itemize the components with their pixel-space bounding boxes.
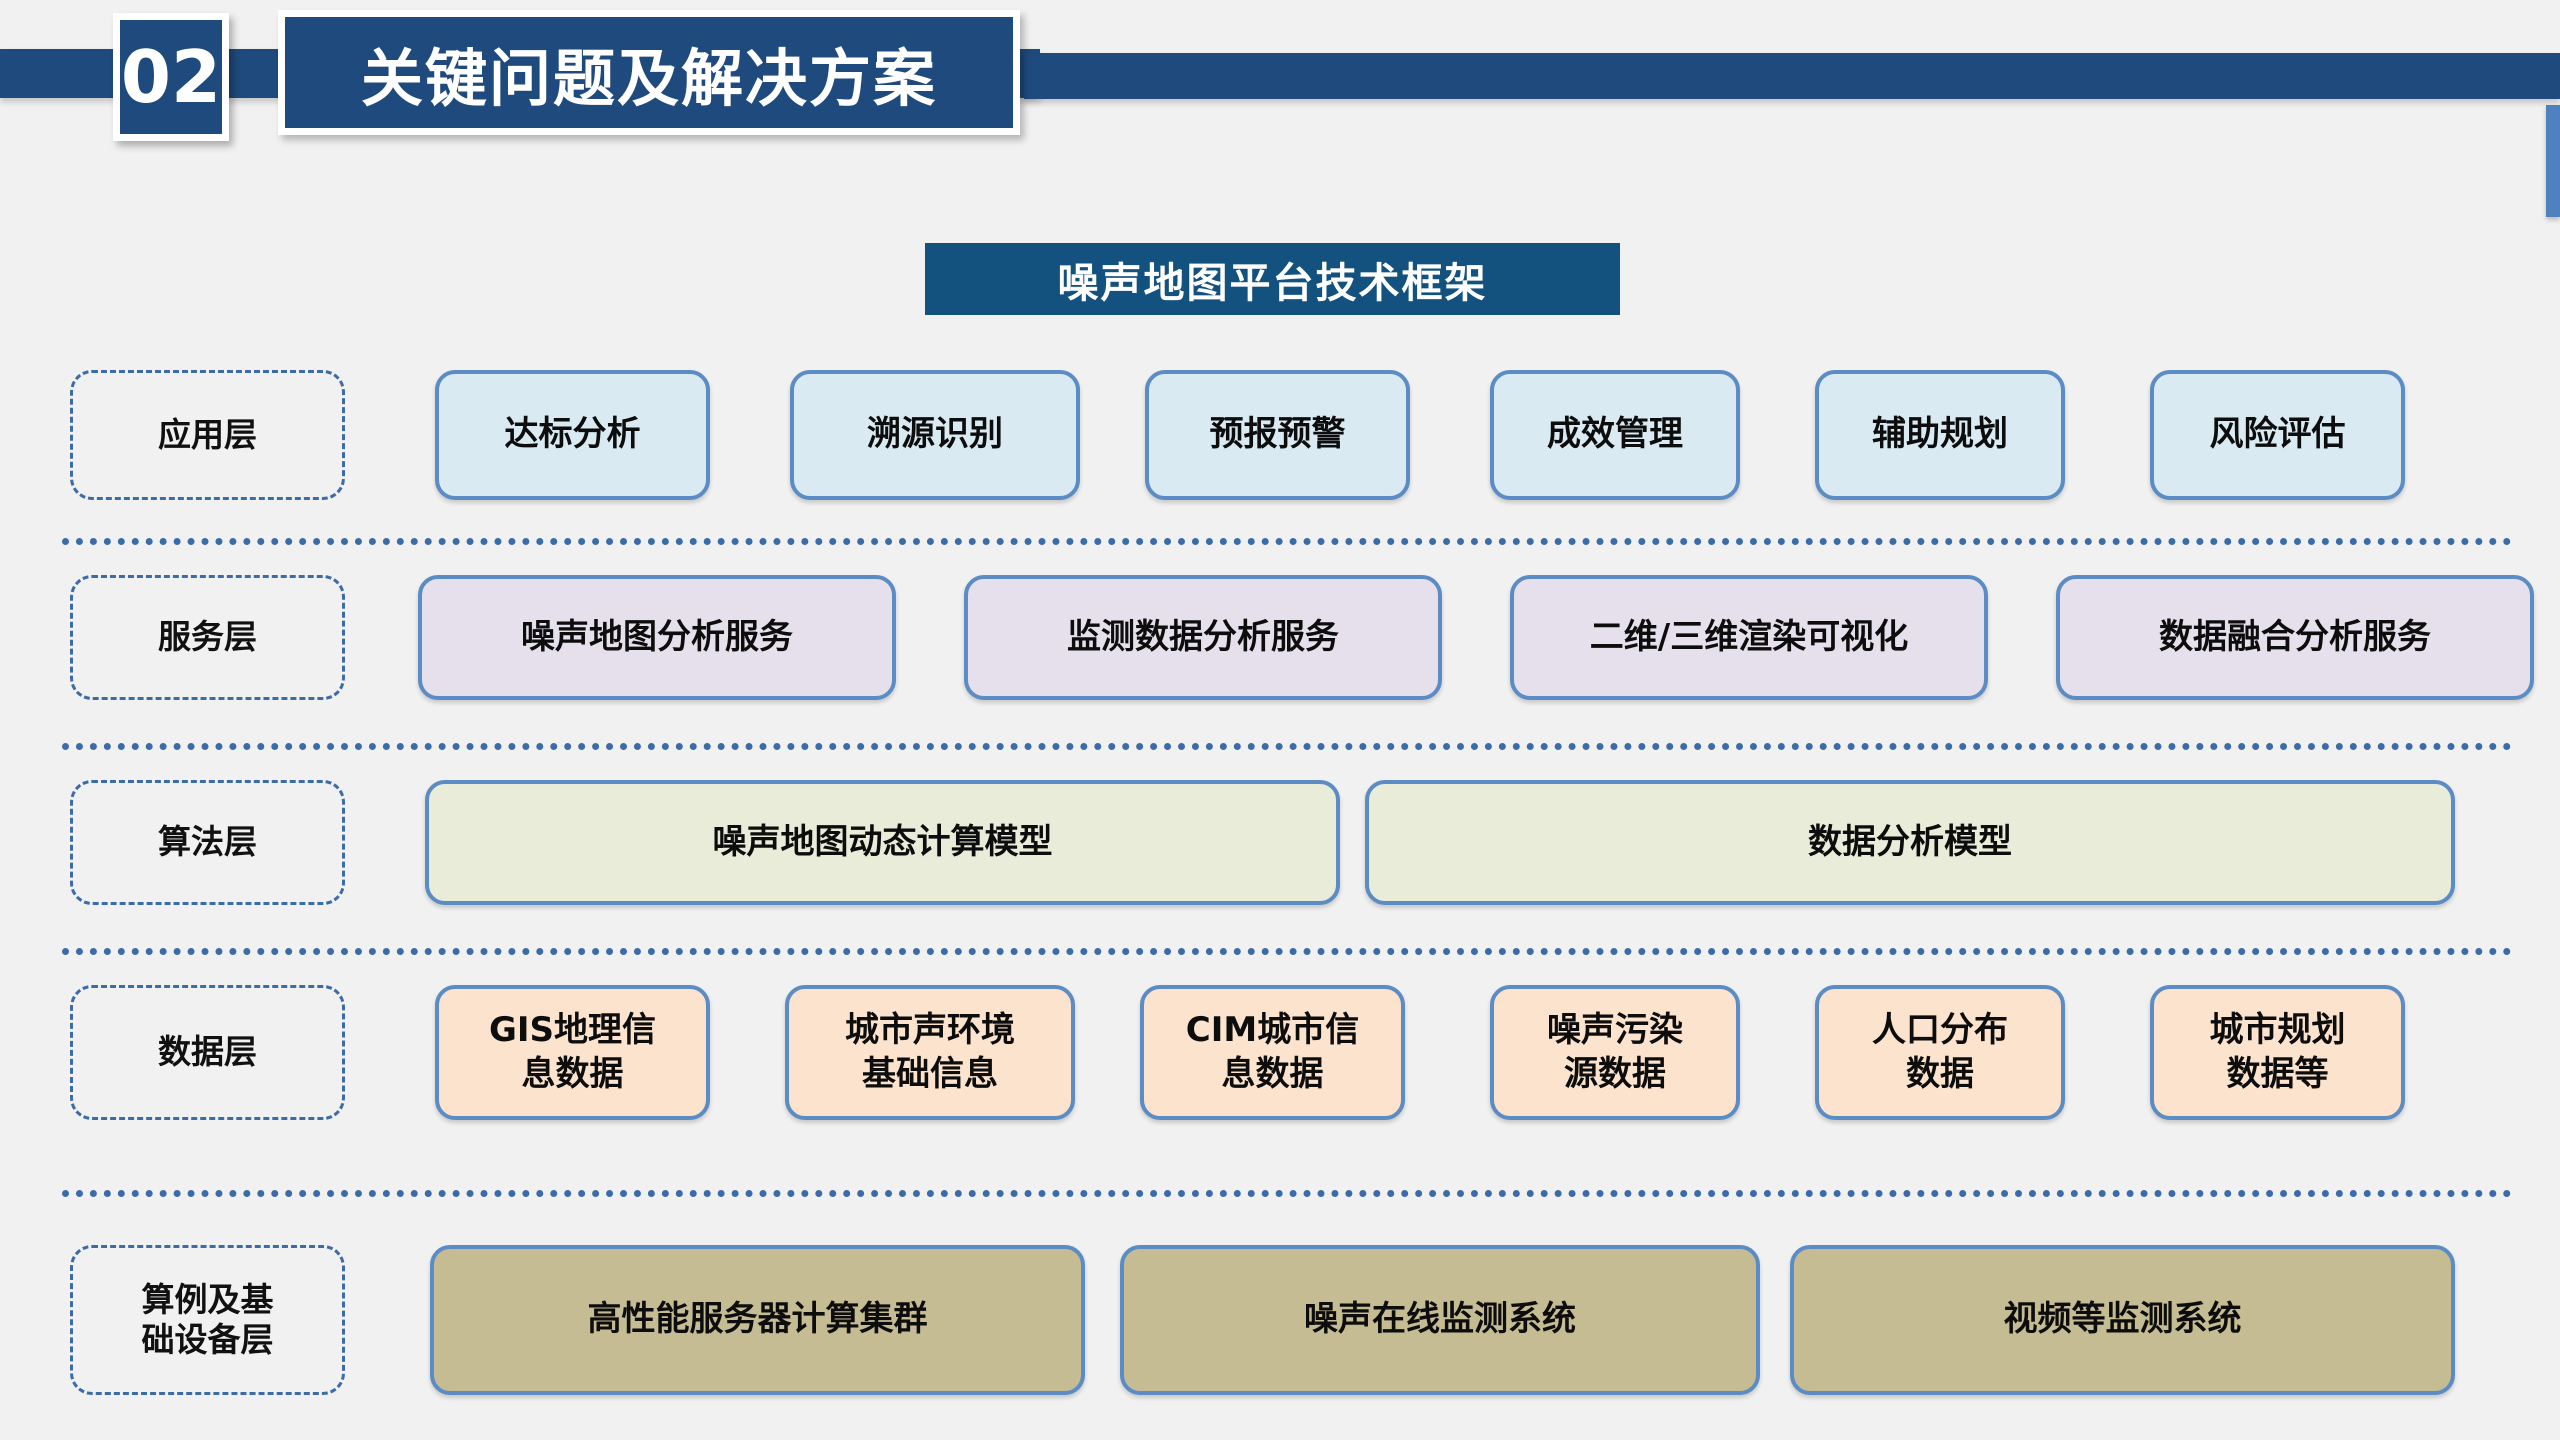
framework-node-label: 噪声在线监测系统 xyxy=(1304,1299,1576,1340)
framework-node[interactable]: 风险评估 xyxy=(2150,370,2405,500)
layer-label-text: 算例及基础设备层 xyxy=(141,1279,274,1359)
framework-node[interactable]: 噪声污染源数据 xyxy=(1490,985,1740,1120)
framework-node[interactable]: 二维/三维渲染可视化 xyxy=(1510,575,1988,700)
framework-node[interactable]: 高性能服务器计算集群 xyxy=(430,1245,1085,1395)
layer-divider xyxy=(62,538,2512,545)
framework-node-label: 城市规划数据等 xyxy=(2209,1009,2346,1094)
layer-label-1: 应用层 xyxy=(70,370,345,500)
layer-label-2: 服务层 xyxy=(70,575,345,700)
layer-label-4: 数据层 xyxy=(70,985,345,1120)
layer-divider xyxy=(62,743,2512,750)
framework-node-label: 成效管理 xyxy=(1547,414,1683,455)
layer-label-text: 应用层 xyxy=(158,414,257,454)
section-number-text: 02 xyxy=(120,35,222,119)
framework-node-label: 高性能服务器计算集群 xyxy=(587,1299,928,1340)
framework-node[interactable]: 溯源识别 xyxy=(790,370,1080,500)
framework-node-label: 城市声环境基础信息 xyxy=(845,1009,1015,1094)
framework-node-label: 数据融合分析服务 xyxy=(2159,616,2431,657)
framework-node-label: 风险评估 xyxy=(2209,414,2346,455)
layer-divider xyxy=(62,1190,2512,1197)
framework-node[interactable]: 监测数据分析服务 xyxy=(964,575,1442,700)
framework-node[interactable]: 噪声地图分析服务 xyxy=(418,575,896,700)
framework-node-label: 二维/三维渲染可视化 xyxy=(1589,616,1909,657)
framework-node-label: 溯源识别 xyxy=(867,414,1003,455)
framework-node[interactable]: 城市规划数据等 xyxy=(2150,985,2405,1120)
layer-label-text: 数据层 xyxy=(158,1032,257,1072)
framework-node-label: 噪声地图动态计算模型 xyxy=(712,821,1053,862)
framework-node-label: 噪声污染源数据 xyxy=(1547,1009,1683,1094)
technical-framework-diagram: 应用层 达标分析 溯源识别 预报预警 成效管理 辅助规划 风险评估服务层 噪声地图分析服务 监测… xyxy=(0,370,2560,1395)
framework-node-label: 达标分析 xyxy=(504,414,641,455)
framework-node-label: 噪声地图分析服务 xyxy=(521,616,793,657)
framework-node-label: 监测数据分析服务 xyxy=(1067,616,1339,657)
slide-header: 关键问题及解决方案 02 xyxy=(0,0,2560,230)
layer-label-text: 算法层 xyxy=(158,822,257,862)
section-title-banner: 关键问题及解决方案 xyxy=(278,10,1020,135)
framework-node-label: 视频等监测系统 xyxy=(2003,1299,2242,1340)
framework-node[interactable]: 噪声在线监测系统 xyxy=(1120,1245,1760,1395)
diagram-title-text: 噪声地图平台技术框架 xyxy=(1057,259,1488,307)
framework-node[interactable]: 达标分析 xyxy=(435,370,710,500)
diagram-title-bar: 噪声地图平台技术框架 xyxy=(925,243,1620,315)
section-title-text: 关键问题及解决方案 xyxy=(360,41,937,115)
framework-node-label: 预报预警 xyxy=(1209,414,1346,455)
framework-node[interactable]: 视频等监测系统 xyxy=(1790,1245,2455,1395)
layer-label-text: 服务层 xyxy=(158,617,257,657)
layer-label-5: 算例及基础设备层 xyxy=(70,1245,345,1395)
section-number-badge: 02 xyxy=(113,13,229,141)
header-bar-right xyxy=(1024,53,2560,99)
framework-node[interactable]: 预报预警 xyxy=(1145,370,1410,500)
framework-node-label: 人口分布数据 xyxy=(1872,1009,2008,1094)
framework-node-label: 辅助规划 xyxy=(1872,414,2008,455)
framework-node[interactable]: 辅助规划 xyxy=(1815,370,2065,500)
framework-node-label: GIS地理信息数据 xyxy=(488,1009,657,1094)
framework-node-label: CIM城市信息数据 xyxy=(1185,1009,1360,1094)
framework-node[interactable]: 城市声环境基础信息 xyxy=(785,985,1075,1120)
header-right-accent-strip xyxy=(2546,105,2560,217)
layer-label-3: 算法层 xyxy=(70,780,345,905)
framework-node[interactable]: 数据融合分析服务 xyxy=(2056,575,2534,700)
framework-node[interactable]: 噪声地图动态计算模型 xyxy=(425,780,1340,905)
framework-node[interactable]: 人口分布数据 xyxy=(1815,985,2065,1120)
framework-node[interactable]: 数据分析模型 xyxy=(1365,780,2455,905)
layer-divider xyxy=(62,948,2512,955)
framework-node-label: 数据分析模型 xyxy=(1808,821,2012,862)
framework-node[interactable]: GIS地理信息数据 xyxy=(435,985,710,1120)
framework-node[interactable]: CIM城市信息数据 xyxy=(1140,985,1405,1120)
framework-node[interactable]: 成效管理 xyxy=(1490,370,1740,500)
